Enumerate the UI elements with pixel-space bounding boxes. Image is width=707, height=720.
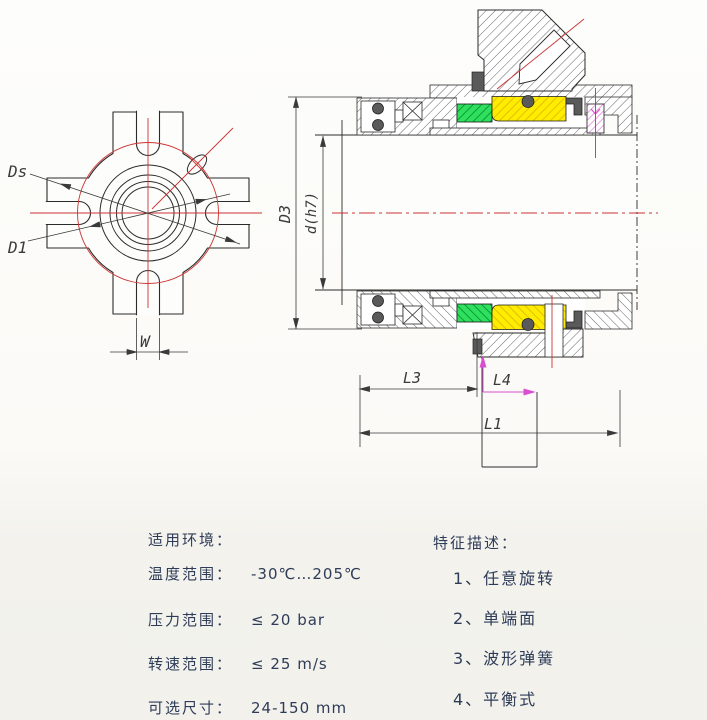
screw-channel	[544, 303, 564, 358]
label-ds: Ds	[7, 162, 27, 181]
label-l4: L4	[493, 371, 511, 389]
dim-ds	[29, 173, 241, 245]
shaft	[315, 115, 638, 310]
seal-half-assembly	[356, 95, 633, 136]
label-d3: D3	[276, 205, 294, 224]
spec-value: ≤ 25 m/s	[251, 655, 328, 673]
gasket	[472, 338, 483, 355]
dim-dh7	[319, 135, 327, 290]
dim-d3	[288, 96, 362, 330]
spec-value: 24-150 mm	[251, 699, 348, 717]
front-view: Ds D1 W	[7, 110, 262, 360]
flush-bore	[518, 29, 571, 85]
dim-l3	[358, 332, 479, 447]
o-ring	[372, 102, 384, 115]
shaft-sleeve	[429, 127, 601, 136]
spec-label: 压力范围：	[148, 611, 234, 629]
feature-item: 3、波形弹簧	[453, 649, 556, 668]
flush-port-boss	[471, 9, 586, 92]
spec-row-speed: 转速范围： ≤ 25 m/s	[148, 653, 328, 674]
spec-row-sizes: 可选尺寸： 24-150 mm	[148, 697, 347, 718]
specs-title: 适用环境：	[148, 531, 234, 549]
label-l1: L1	[484, 415, 502, 433]
step-notch	[394, 109, 404, 123]
stationary-seat-green	[456, 103, 493, 123]
o-ring	[372, 119, 384, 131]
spec-label: 温度范围：	[148, 565, 234, 583]
label-l3: L3	[403, 369, 421, 387]
spec-value: -30℃…205℃	[251, 565, 362, 583]
dim-d1	[27, 193, 231, 242]
label-w: W	[140, 332, 151, 351]
feature-item: 4、平衡式	[453, 690, 538, 709]
dim-l4	[479, 355, 536, 396]
rotating-face-yellow	[491, 96, 567, 122]
spec-row-pressure: 压力范围： ≤ 20 bar	[148, 609, 325, 630]
feature-item: 2、单端面	[453, 609, 538, 628]
wave-spring	[402, 101, 423, 121]
section-view: D3 d(h7) L3	[276, 9, 658, 468]
face-o-ring	[521, 95, 535, 108]
dim-l1	[358, 390, 621, 447]
technical-drawing-svg: Ds D1 W	[7, 9, 658, 468]
spec-label: 转速范围：	[148, 655, 234, 673]
features-title: 特征描述：	[433, 534, 519, 552]
spec-value: ≤ 20 bar	[251, 611, 326, 629]
spec-label: 可选尺寸：	[148, 699, 234, 717]
drive-ring	[565, 97, 583, 116]
label-dh7: d(h7)	[304, 192, 320, 234]
port-projection-box	[481, 357, 538, 468]
spec-row-temperature: 温度范围： -30℃…205℃	[148, 563, 362, 584]
dim-w	[110, 318, 188, 360]
feature-item: 1、任意旋转	[453, 569, 556, 588]
set-screw	[586, 88, 605, 158]
bottom-housing-block	[472, 295, 584, 368]
label-d1: D1	[7, 238, 27, 257]
gasket	[471, 71, 485, 92]
